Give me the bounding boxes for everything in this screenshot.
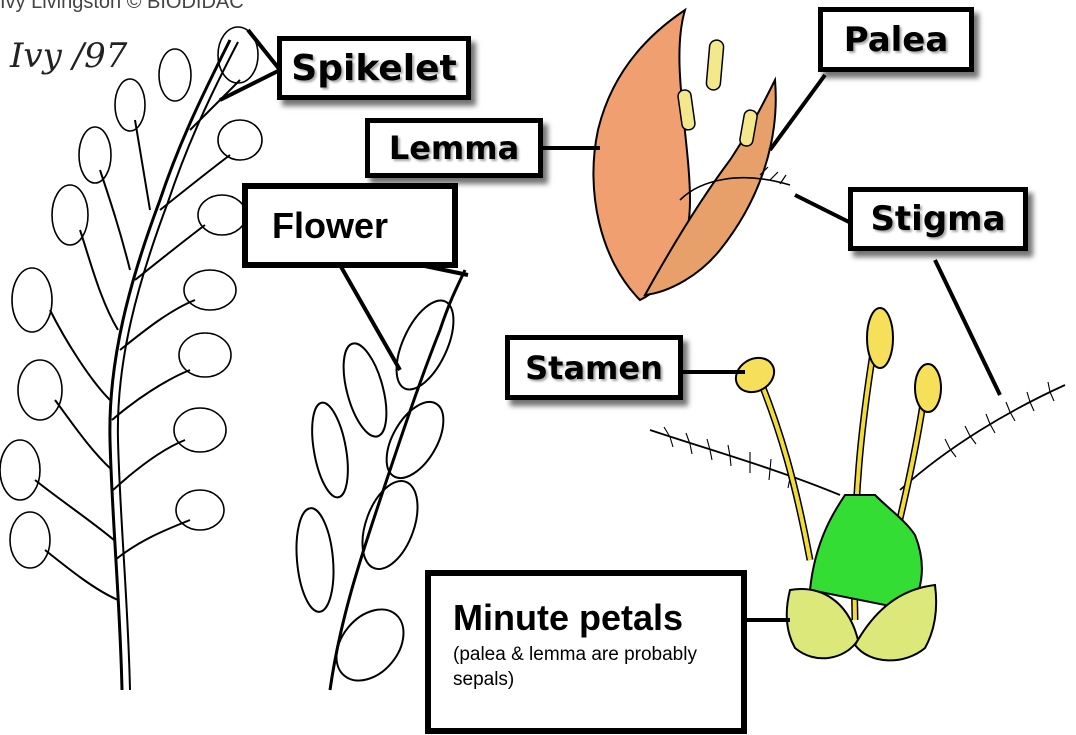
minute-petals-callout: Minute petals (palea & lemma are probabl… <box>425 570 747 734</box>
flower-label: Flower <box>242 183 458 268</box>
minute-petals-note: (palea & lemma are probably sepals) <box>453 642 703 693</box>
copyright-credit: Ivy Livingston © BIODIDAC <box>0 0 244 14</box>
spikelet-label: Spikelet <box>277 36 471 100</box>
grass-inflorescence-drawing <box>0 27 262 690</box>
artist-signature: Ivy /97 <box>10 36 127 76</box>
stigma-label: Stigma <box>848 187 1028 251</box>
minute-petals-label: Minute petals <box>453 598 741 638</box>
lemma-palea-drawing <box>593 10 790 300</box>
stamen-label: Stamen <box>505 335 683 400</box>
palea-label: Palea <box>818 7 974 72</box>
lemma-label: Lemma <box>365 118 543 178</box>
